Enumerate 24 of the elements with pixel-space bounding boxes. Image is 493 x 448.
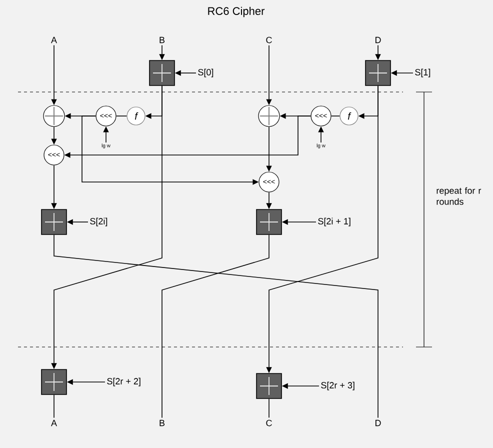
variable-label: D — [376, 420, 381, 426]
adder-box — [256, 209, 282, 235]
adder-box — [41, 209, 67, 235]
adder-box — [149, 60, 175, 86]
subkey-label: S[2i] — [90, 218, 108, 226]
variable-label: A — [51, 420, 57, 426]
subkey-label: S[0] — [198, 68, 214, 78]
adder-box — [365, 60, 391, 86]
adder-box — [256, 373, 282, 399]
title: RC6 Cipher — [208, 6, 265, 18]
subkey-label: S[2r + 2] — [107, 378, 140, 386]
xor-circle — [258, 105, 280, 127]
variable-label: A — [51, 36, 57, 44]
variable-label: C — [266, 420, 272, 426]
variable-label: B — [160, 420, 165, 426]
variable-label: D — [376, 36, 381, 44]
variable-label: B — [160, 36, 165, 44]
variable-label: C — [266, 36, 272, 44]
subkey-label: S[2i + 1] — [318, 218, 350, 226]
subkey-label: S[1] — [415, 68, 430, 78]
note: repeat for r rounds — [436, 187, 482, 205]
adder-box — [41, 369, 67, 395]
subkey-label: S[2r + 3] — [321, 382, 354, 390]
xor-circle — [43, 105, 65, 127]
